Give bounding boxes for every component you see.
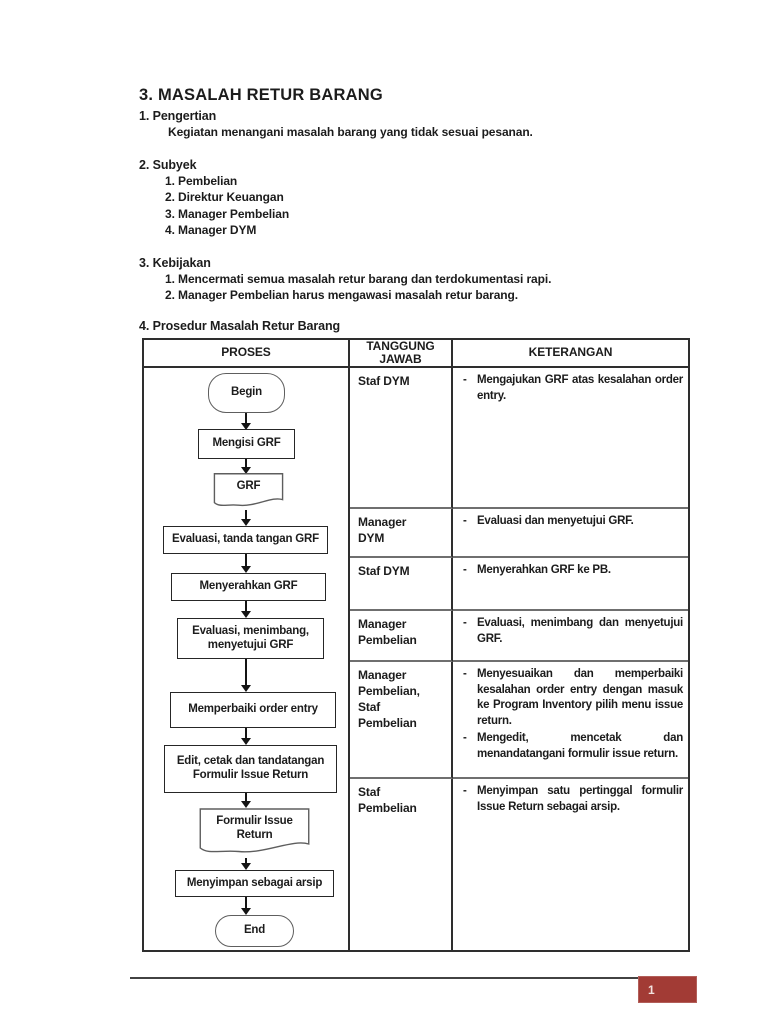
responsible-cell: Staf DYM (350, 368, 453, 509)
list-item: 1. Mencermati semua masalah retur barang… (165, 272, 552, 286)
flow-node-label: Memperbaiki order entry (188, 703, 318, 716)
responsible-cell: Staf DYM (350, 558, 453, 611)
page-title: 3. MASALAH RETUR BARANG (139, 86, 383, 104)
flow-arrow (241, 601, 251, 618)
flowchart: Begin Mengisi GRF GRF Evaluasi, tanda ta… (144, 368, 350, 950)
flow-node-formulir-issue-return-document: Formulir Issue Return (198, 808, 311, 858)
flow-arrow (241, 659, 251, 692)
flow-arrow (241, 858, 251, 870)
flow-node-mengisi-grf: Mengisi GRF (198, 429, 295, 459)
section-heading-kebijakan: 3. Kebijakan (139, 256, 211, 270)
kebijakan-list: 1. Mencermati semua masalah retur barang… (165, 271, 551, 304)
notes-cell: Menyerahkan GRF ke PB. (453, 558, 688, 611)
column-header-keterangan: KETERANGAN (453, 340, 688, 368)
list-item: 4. Manager DYM (165, 223, 257, 238)
flow-node-end: End (215, 915, 294, 947)
section-heading-subyek: 2. Subyek (139, 158, 197, 172)
list-item: 3. Manager Pembelian (165, 206, 290, 221)
notes-cell: Evaluasi, menimbang dan menyetujui GRF. (453, 611, 688, 662)
subyek-list: 1. Pembelian 2. Direktur Keuangan 3. Man… (165, 173, 289, 239)
notes-cell: Mengajukan GRF atas kesalahan order entr… (453, 368, 688, 509)
flow-node-evaluasi-tanda-tangan: Evaluasi, tanda tangan GRF (163, 526, 328, 554)
note-item: Evaluasi dan menyetujui GRF. (453, 514, 683, 530)
flow-node-label: GRF (236, 480, 261, 493)
flow-arrow (241, 793, 251, 808)
flow-arrow (241, 728, 251, 745)
flow-node-evaluasi-menimbang: Evaluasi, menimbang, menyetujui GRF (177, 618, 324, 659)
flow-arrow (241, 897, 251, 915)
flow-arrow (241, 510, 251, 526)
flow-node-memperbaiki-order-entry: Memperbaiki order entry (170, 692, 336, 728)
note-item: Menyesuaikan dan memperbaiki kesalahan o… (453, 667, 683, 729)
list-item: 2. Manager Pembelian harus mengawasi mas… (165, 288, 518, 303)
flow-node-label: Begin (231, 386, 262, 399)
responsible-cell: Manager Pembelian (350, 611, 453, 662)
note-item: Mengajukan GRF atas kesalahan order entr… (453, 373, 683, 404)
list-item: 1. Pembelian (165, 174, 238, 188)
section-heading-prosedur: 4. Prosedur Masalah Retur Barang (139, 319, 341, 333)
note-item: Mengedit, mencetak dan menandatangani fo… (453, 731, 683, 762)
flow-node-menyerahkan-grf: Menyerahkan GRF (171, 573, 326, 601)
flow-node-label: Menyerahkan GRF (199, 580, 298, 593)
flow-node-grf-document: GRF (213, 473, 284, 510)
flow-node-label: Edit, cetak dan tandatangan Formulir Iss… (176, 755, 325, 781)
flow-arrow (241, 459, 251, 474)
responsible-cell: Staf Pembelian (350, 779, 453, 950)
notes-cell: Menyesuaikan dan memperbaiki kesalahan o… (453, 662, 688, 779)
column-header-tanggung-jawab: TANGGUNG JAWAB (350, 340, 453, 368)
responsible-cell: Manager DYM (350, 509, 453, 558)
flow-node-label: Evaluasi, tanda tangan GRF (172, 533, 319, 546)
flow-node-begin: Begin (208, 373, 285, 413)
footer-rule (130, 977, 638, 979)
note-item: Menyerahkan GRF ke PB. (453, 563, 683, 579)
note-item: Evaluasi, menimbang dan menyetujui GRF. (453, 616, 683, 647)
flow-arrow (241, 413, 251, 430)
document-shape-icon (213, 473, 284, 510)
flow-arrow (241, 554, 251, 573)
responsible-cell: Manager Pembelian, Staf Pembelian (350, 662, 453, 779)
list-item: 2. Direktur Keuangan (165, 190, 284, 205)
procedure-table: PROSES TANGGUNG JAWAB KETERANGAN Begin M… (142, 338, 690, 952)
flow-node-label: Formulir Issue Return (216, 814, 293, 841)
section-heading-pengertian: 1. Pengertian (139, 109, 217, 123)
column-header-proses: PROSES (144, 340, 350, 368)
notes-cell: Evaluasi dan menyetujui GRF. (453, 509, 688, 558)
flow-node-label: Menyimpan sebagai arsip (186, 876, 323, 889)
page-number-badge: 1 (638, 976, 697, 1003)
flow-node-label: End (243, 924, 266, 937)
section-body-pengertian: Kegiatan menangani masalah barang yang t… (168, 125, 533, 139)
flow-node-label: Evaluasi, menimbang, menyetujui GRF (192, 624, 309, 651)
note-item: Menyimpan satu pertinggal formulir Issue… (453, 784, 683, 815)
flow-node-menyimpan-arsip: Menyimpan sebagai arsip (175, 870, 334, 897)
flow-node-edit-cetak-tandatangan: Edit, cetak dan tandatangan Formulir Iss… (164, 745, 337, 793)
document-shape-icon (198, 808, 311, 858)
notes-cell: Menyimpan satu pertinggal formulir Issue… (453, 779, 688, 950)
flow-node-label: Mengisi GRF (212, 437, 281, 450)
